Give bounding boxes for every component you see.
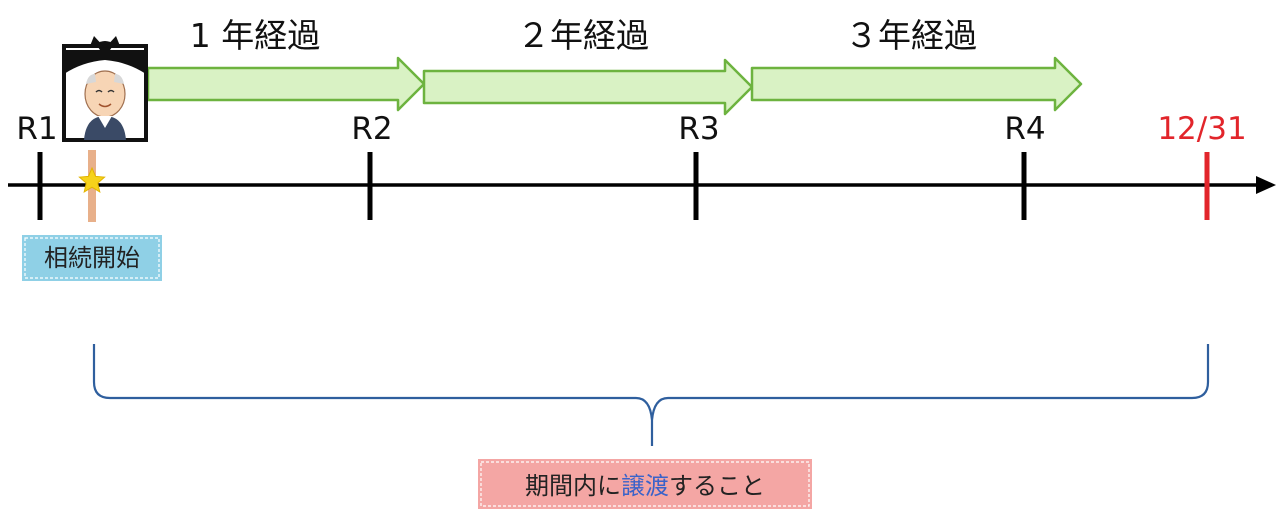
marker-label-r1: R1 [16,111,57,147]
inheritance-start-box: 相続開始 [22,235,162,281]
note-part-1: 期間内に [525,472,621,500]
year-label-3: ３年経過 [845,16,977,55]
marker-label-r2: R2 [351,111,392,147]
year-arrow-2 [422,58,754,116]
year-label-1: 1 年経過 [190,16,321,55]
memorial-portrait-icon [62,36,148,142]
transfer-period-note-box: 期間内に譲渡すること [478,459,812,509]
year-arrow-3 [750,56,1083,112]
period-brace [92,344,1210,446]
note-part-3: すること [669,472,765,500]
marker-label-r3: R3 [678,111,719,147]
transfer-period-note: 期間内に譲渡すること [525,472,765,500]
note-highlight-transfer: 譲渡 [621,472,669,500]
inheritance-start-label: 相続開始 [44,244,140,272]
deadline-label: 12/31 [1157,111,1246,147]
marker-label-r4: R4 [1004,111,1045,147]
year-arrow-1 [146,56,426,112]
year-label-2: ２年経過 [517,16,649,55]
timeline-arrowhead [1256,176,1276,194]
star-icon [78,166,106,193]
